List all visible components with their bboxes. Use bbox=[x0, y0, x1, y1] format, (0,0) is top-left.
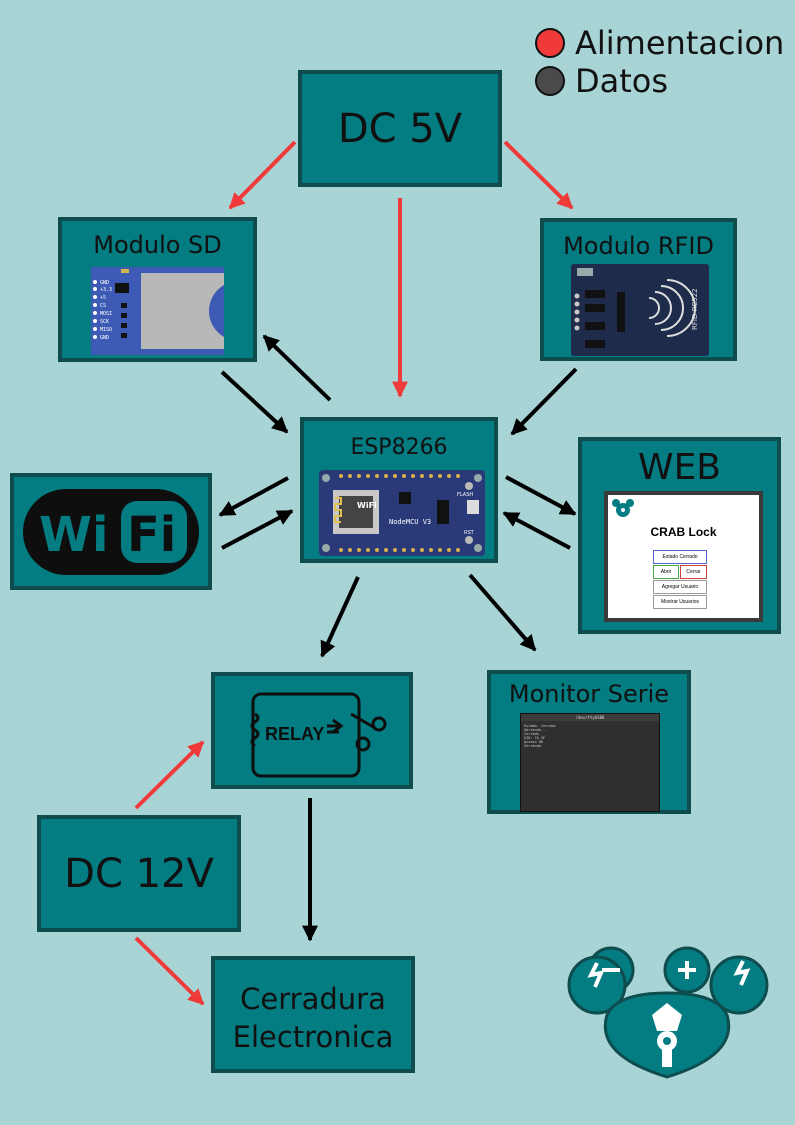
legend-power-label: Alimentacion bbox=[575, 24, 785, 62]
sd-pin-text: CS bbox=[100, 303, 106, 309]
lock-label-line1: Cerradura bbox=[240, 982, 386, 1016]
crab-lock-logo-icon bbox=[567, 946, 769, 1079]
power-arrow-dc5v-sd bbox=[228, 140, 297, 210]
sd-label: Modulo SD bbox=[93, 231, 222, 259]
wifi-logo-icon: Wi Fi bbox=[23, 489, 199, 575]
esp-rst-text: RST bbox=[464, 530, 475, 536]
legend-data-label: Datos bbox=[575, 62, 669, 100]
serial-line: Abriendo... bbox=[524, 728, 548, 732]
sd-pin-text: MISO bbox=[100, 327, 112, 333]
data-arrow-esp-monitor bbox=[468, 573, 537, 652]
web-page: CRAB Lock Estado Cerrado Abrir Cerrar Ag… bbox=[608, 495, 759, 618]
serial-line: UID: 7A 3F bbox=[524, 736, 546, 740]
data-arrow-esp-sd bbox=[262, 334, 332, 402]
legend-data: Datos bbox=[535, 62, 668, 100]
sd-module-node: Modulo SD GND +3.3 +5 CS MOSI SCK MISO G… bbox=[58, 217, 257, 362]
dc5v-node: DC 5V bbox=[298, 70, 502, 187]
data-dot-icon bbox=[535, 66, 565, 96]
sd-pin-text: MOSI bbox=[100, 311, 112, 317]
data-arrow-esp-web bbox=[505, 475, 577, 516]
data-arrow-wifi-esp bbox=[221, 509, 294, 550]
data-arrow-esp-wifi bbox=[218, 476, 289, 517]
esp8266-node: ESP8266 WiFi NodeMCU V3 FLASH RST bbox=[300, 417, 498, 563]
power-arrow-dc5v-rfid bbox=[503, 140, 574, 210]
web-label: WEB bbox=[637, 447, 722, 488]
rfid-board-image: RFID-RC522 bbox=[571, 264, 709, 356]
crab-logo-small-icon bbox=[612, 499, 634, 517]
power-dot-icon bbox=[535, 28, 565, 58]
sd-pin-text: GND bbox=[100, 335, 109, 341]
wifi-node: Wi Fi bbox=[10, 473, 212, 590]
serial-line: Acceso OK bbox=[524, 740, 543, 744]
status-button[interactable]: Estado Cerrado bbox=[653, 550, 707, 564]
open-button[interactable]: Abrir bbox=[653, 565, 679, 579]
monitor-label: Monitor Serie bbox=[508, 680, 670, 708]
data-arrow-rfid-esp bbox=[510, 367, 578, 436]
dc5v-label: DC 5V bbox=[337, 106, 463, 152]
relay-text: RELAY bbox=[265, 724, 324, 744]
close-button[interactable]: Cerrar bbox=[680, 565, 707, 579]
show-users-button[interactable]: Mostrar Usuarios bbox=[653, 595, 707, 609]
power-arrow-dc12v-lock bbox=[134, 936, 205, 1006]
data-arrow-web-esp bbox=[502, 511, 571, 550]
esp-wifi-text: WiFi bbox=[357, 501, 377, 510]
dc12v-label: DC 12V bbox=[64, 851, 214, 897]
relay-node: RELAY bbox=[211, 672, 413, 789]
sd-pin-text: +5 bbox=[100, 295, 106, 301]
rfid-module-node: Modulo RFID RFID-RC522 bbox=[540, 218, 737, 361]
relay-icon: RELAY bbox=[250, 692, 387, 778]
monitor-node: Monitor Serie /dev/ttyUSB0 Estado: Cerra… bbox=[487, 670, 691, 814]
dc12v-node: DC 12V bbox=[37, 815, 241, 932]
serial-line: Estado: Cerrado bbox=[524, 724, 556, 728]
sd-pin-text: +3.3 bbox=[100, 287, 112, 293]
rfid-label: Modulo RFID bbox=[563, 232, 714, 260]
sd-pin-text: GND bbox=[100, 280, 109, 286]
esp-flash-text: FLASH bbox=[457, 492, 473, 498]
power-arrow-dc12v-relay bbox=[134, 740, 205, 810]
serial-title: /dev/ttyUSB0 bbox=[521, 714, 659, 721]
nodemcu-board-image: WiFi NodeMCU V3 FLASH RST bbox=[319, 470, 485, 556]
legend-power: Alimentacion bbox=[535, 24, 784, 62]
wifi-logo-text: Fi bbox=[127, 507, 176, 563]
rfid-chip-text: RFID-RC522 bbox=[691, 288, 699, 330]
wifi-logo-text: Wi bbox=[39, 507, 108, 563]
web-title: CRAB Lock bbox=[650, 525, 717, 539]
serial-line: Cerrado bbox=[524, 732, 539, 736]
esp-board-text: NodeMCU V3 bbox=[389, 518, 431, 526]
sd-card-board-image: GND +3.3 +5 CS MOSI SCK MISO GND bbox=[91, 267, 224, 355]
sd-pin-text: SCK bbox=[100, 319, 109, 325]
web-node: WEB CRAB Lock Estado Cerrado Abrir Cerra… bbox=[578, 437, 781, 634]
data-arrow-esp-relay bbox=[320, 576, 360, 658]
lock-label-line2: Electronica bbox=[232, 1020, 394, 1054]
data-arrow-sd-esp bbox=[220, 370, 289, 434]
esp-label: ESP8266 bbox=[350, 435, 448, 460]
serial-monitor-window: /dev/ttyUSB0 Estado: Cerrado Abriendo...… bbox=[520, 713, 660, 812]
lock-node: Cerradura Electronica bbox=[211, 956, 415, 1073]
web-screenshot: CRAB Lock Estado Cerrado Abrir Cerrar Ag… bbox=[604, 491, 763, 622]
add-user-button[interactable]: Agregar Usuario bbox=[653, 580, 707, 594]
serial-line: Cerrando bbox=[524, 744, 541, 748]
